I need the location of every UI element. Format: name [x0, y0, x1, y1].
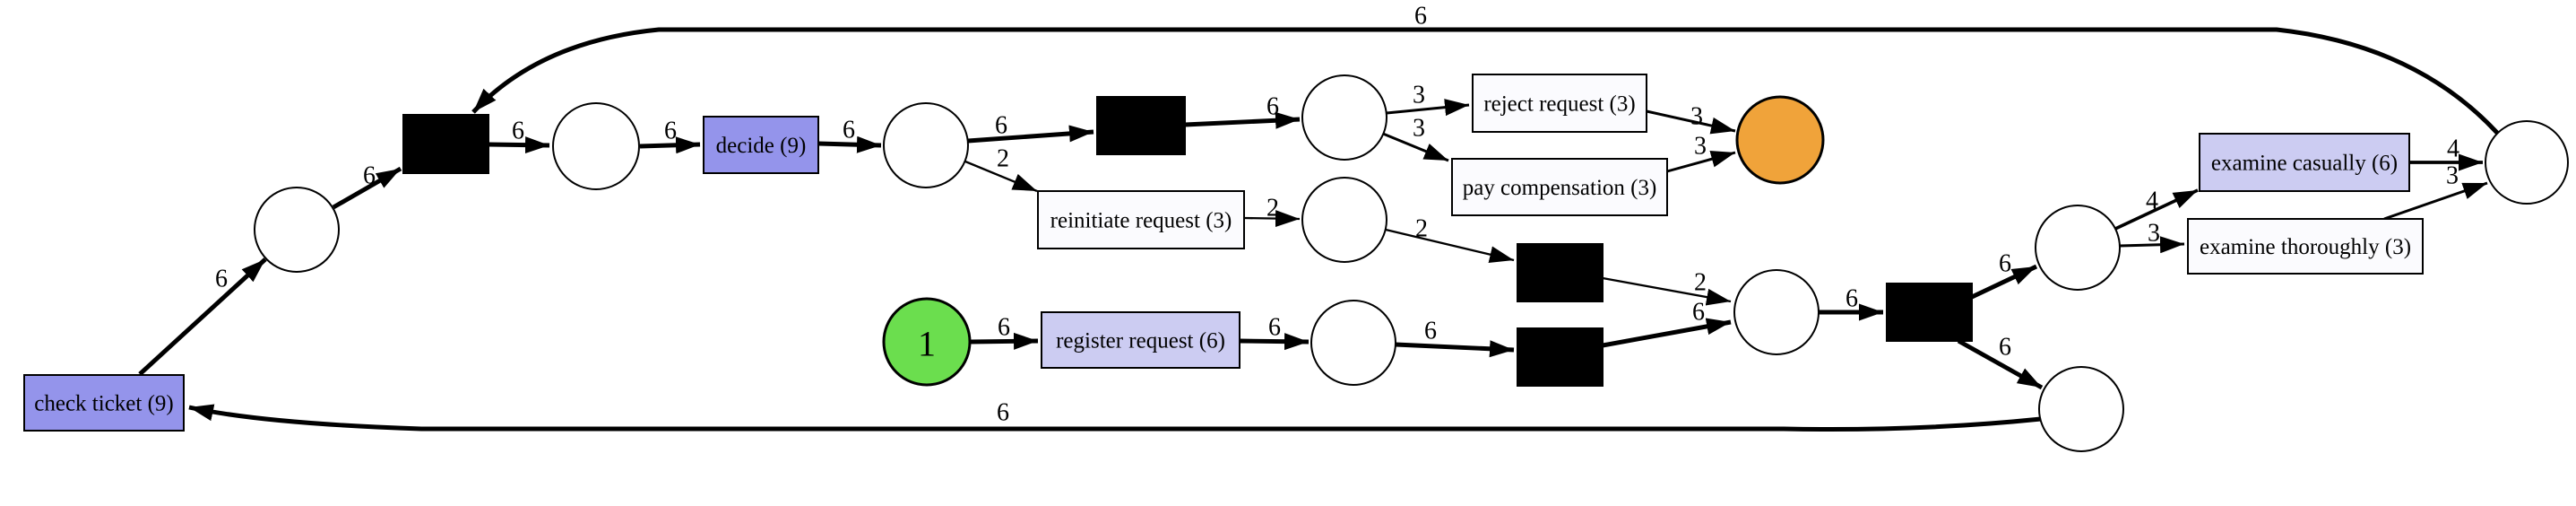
transition-examine-casually	[2199, 133, 2410, 192]
transition-label-pay-compensation: pay compensation (3)	[1463, 176, 1657, 200]
arc-weight-label-reinitiate-request-p5: 2	[1266, 195, 1279, 222]
arc-weight-label-p3-tau-2: 6	[995, 112, 1007, 140]
transition-label-reinitiate-request: reinitiate request (3)	[1050, 209, 1232, 233]
arc-p3-reinitiate-request	[964, 160, 1038, 193]
arc-weight-label-reject-request-p-sink: 3	[1690, 103, 1703, 131]
arc-p5-tau-3	[1385, 228, 1515, 263]
arc-weight-label-tau-2-p4: 6	[1266, 93, 1279, 121]
transition-reinitiate-request	[1037, 190, 1245, 249]
arc-pay-compensation-p-sink	[1666, 151, 1736, 173]
silent-transition-tau-1	[402, 114, 489, 174]
arc-check-ticket-p1	[138, 257, 267, 376]
arc-reinitiate-request-p5	[1243, 210, 1301, 228]
transition-label-reject-request: reject request (3)	[1483, 92, 1635, 117]
arc-weight-label-tau-1-p2: 6	[512, 118, 524, 145]
arc-weight-label-p8-examine-casually: 4	[2146, 188, 2158, 215]
place-p5	[1301, 177, 1387, 263]
arc-weight-label-p3-reinitiate-request: 2	[997, 145, 1009, 173]
transition-pay-compensation	[1451, 158, 1668, 216]
arc-tau-4-p7	[1602, 318, 1732, 348]
arc-weight-label-pay-compensation-p-sink: 3	[1694, 133, 1707, 161]
arc-p8-examine-casually	[2114, 188, 2199, 231]
arc-weight-label-examine-thoroughly-p10: 3	[2446, 162, 2459, 190]
arc-p-source-register-request	[970, 332, 1039, 350]
arc-p10-tau-1	[471, 27, 2499, 135]
arc-p9-check-ticket	[188, 404, 2042, 432]
arc-weight-label-p6-tau-4: 6	[1424, 318, 1437, 345]
silent-transition-tau-4	[1517, 327, 1604, 387]
arc-p4-reject-request	[1386, 99, 1470, 117]
transition-check-ticket	[23, 374, 185, 432]
place-p-sink	[1735, 95, 1825, 185]
arc-weight-label-p7-tau-5: 6	[1846, 285, 1858, 313]
arc-weight-label-p4-pay-compensation: 3	[1413, 115, 1425, 143]
transition-register-request	[1041, 311, 1240, 369]
silent-transition-tau-2	[1096, 96, 1186, 155]
arc-tau-5-p8	[1970, 264, 2038, 300]
arc-weight-label-p10-tau-1: 6	[1414, 3, 1427, 31]
arc-weight-label-p1-tau-1: 6	[363, 162, 376, 190]
transition-label-examine-thoroughly: examine thoroughly (3)	[2200, 235, 2411, 259]
transition-label-decide: decide (9)	[716, 134, 807, 158]
arc-weight-label-register-request-p6: 6	[1268, 314, 1281, 342]
transition-examine-thoroughly	[2187, 218, 2424, 275]
arc-tau-5-p9	[1957, 338, 2044, 390]
arc-weight-label-tau-3-p7: 2	[1694, 269, 1707, 297]
arc-tau-2-p4	[1184, 111, 1301, 129]
arc-p2-decide	[639, 136, 701, 154]
transition-reject-request	[1472, 74, 1647, 133]
silent-transition-tau-5	[1886, 283, 1973, 342]
arc-weight-label-decide-p3: 6	[843, 117, 855, 144]
arc-tau-3-p7	[1602, 276, 1732, 306]
place-p10	[2485, 120, 2569, 205]
place-p3	[883, 102, 969, 188]
arc-weight-label-tau-5-p9: 6	[1999, 334, 2011, 362]
arc-reject-request-p-sink	[1646, 109, 1736, 135]
arc-weight-label-check-ticket-p1: 6	[215, 266, 228, 293]
transition-label-examine-casually: examine casually (6)	[2211, 152, 2398, 176]
arc-examine-thoroughly-p10	[2383, 181, 2488, 221]
transition-label-check-ticket: check ticket (9)	[34, 392, 173, 416]
arc-p1-tau-1	[332, 166, 402, 210]
place-p6	[1310, 300, 1396, 386]
arc-weight-label-examine-casually-p10: 4	[2447, 135, 2459, 163]
arc-p4-pay-compensation	[1382, 132, 1449, 162]
silent-transition-tau-3	[1517, 243, 1604, 302]
token-count-label-p-source: 1	[918, 324, 936, 364]
arc-register-request-p6	[1239, 333, 1310, 351]
place-p8	[2035, 205, 2121, 291]
arc-weight-label-tau-4-p7: 6	[1692, 299, 1705, 327]
arc-weight-label-p-source-register-request: 6	[998, 314, 1010, 342]
arc-p3-tau-2	[967, 125, 1094, 144]
arc-weight-label-p2-decide: 6	[664, 118, 677, 145]
place-p7	[1733, 269, 1820, 355]
transition-label-register-request: register request (6)	[1056, 329, 1225, 353]
arc-p8-examine-thoroughly	[2119, 236, 2185, 254]
arc-weight-label-p8-examine-thoroughly: 3	[2148, 220, 2160, 248]
transition-decide	[703, 116, 819, 174]
place-p9	[2038, 366, 2124, 452]
place-p4	[1301, 74, 1387, 161]
arc-weight-label-tau-5-p8: 6	[1999, 250, 2011, 278]
arc-decide-p3	[817, 135, 882, 153]
place-p-source	[882, 297, 972, 387]
place-p2	[552, 102, 640, 190]
arc-weight-label-p9-check-ticket: 6	[997, 399, 1009, 427]
arc-tau-1-p2	[488, 136, 550, 154]
place-p1	[254, 187, 340, 273]
arc-p6-tau-4	[1395, 340, 1515, 358]
arc-weight-label-p4-reject-request: 3	[1413, 82, 1425, 109]
arc-weight-label-p5-tau-3: 2	[1415, 215, 1428, 243]
